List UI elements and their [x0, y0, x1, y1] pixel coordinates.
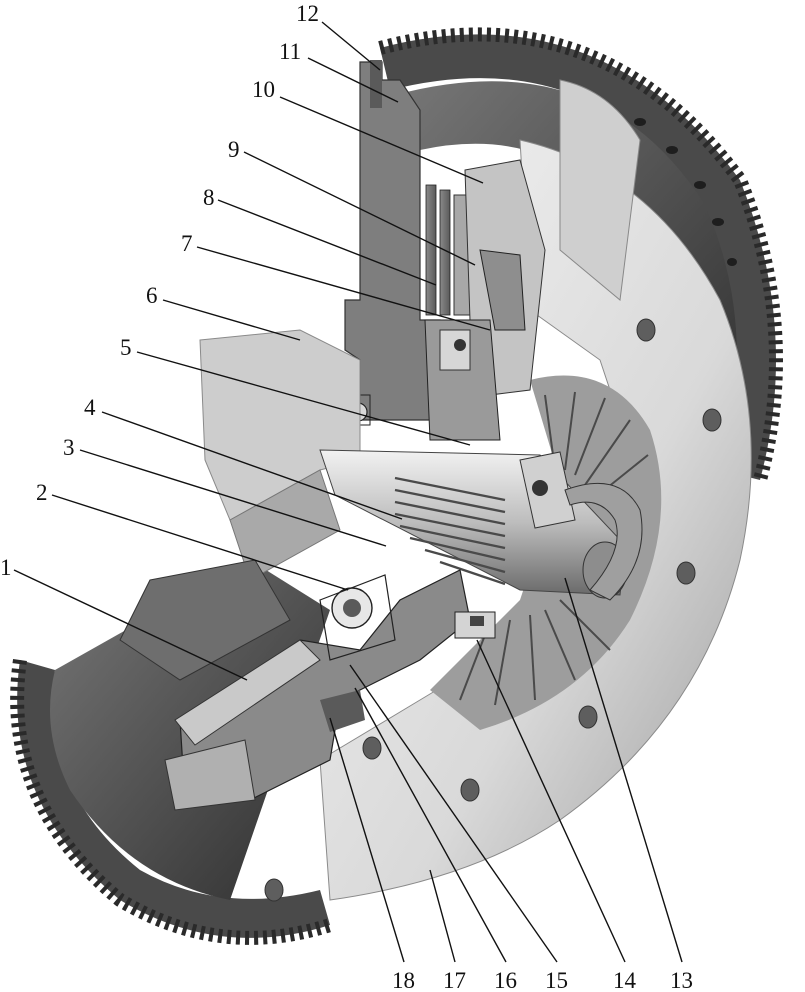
leader-line-14 — [476, 639, 626, 963]
callout-label-2: 2 — [36, 480, 48, 505]
callout-label-4: 4 — [84, 395, 96, 420]
leader-line-6 — [162, 299, 301, 341]
callout-label-1: 1 — [0, 555, 12, 580]
sectioned-housing — [344, 60, 546, 441]
callout-label-10: 10 — [252, 77, 275, 102]
callout-label-8: 8 — [203, 185, 215, 210]
callout-label-17: 17 — [443, 968, 466, 992]
callout-label-3: 3 — [63, 435, 75, 460]
leader-line-5 — [136, 351, 471, 446]
leader-line-8 — [217, 199, 437, 286]
callout-label-16: 16 — [494, 968, 517, 992]
callout-label-6: 6 — [146, 283, 158, 308]
leader-line-18 — [329, 717, 405, 963]
leader-line-1 — [13, 569, 248, 681]
callout-label-14: 14 — [613, 968, 637, 992]
callout-label-11: 11 — [279, 39, 301, 64]
leader-line-10 — [279, 96, 484, 184]
leader-line-16 — [354, 687, 507, 963]
transmission-casing — [119, 329, 361, 681]
leader-line-9 — [243, 151, 476, 266]
leader-line-7 — [196, 246, 491, 331]
leader-line-12 — [321, 21, 381, 71]
callout-label-7: 7 — [181, 231, 193, 256]
leader-line-15 — [349, 664, 558, 963]
leader-line-3 — [79, 449, 387, 547]
callout-label-18: 18 — [392, 968, 415, 992]
callout-label-13: 13 — [670, 968, 693, 992]
release-bearing — [519, 451, 643, 601]
leader-line-2 — [51, 494, 349, 591]
callout-label-5: 5 — [120, 335, 132, 360]
leader-line-11 — [307, 57, 399, 103]
callout-label-12: 12 — [296, 1, 319, 26]
leader-line-17 — [429, 869, 456, 963]
flywheel-ring-gear — [10, 27, 783, 945]
leader-line-13 — [564, 577, 683, 963]
callout-label-9: 9 — [228, 137, 240, 162]
leader-line-4 — [101, 411, 403, 520]
callout-label-15: 15 — [545, 968, 568, 992]
